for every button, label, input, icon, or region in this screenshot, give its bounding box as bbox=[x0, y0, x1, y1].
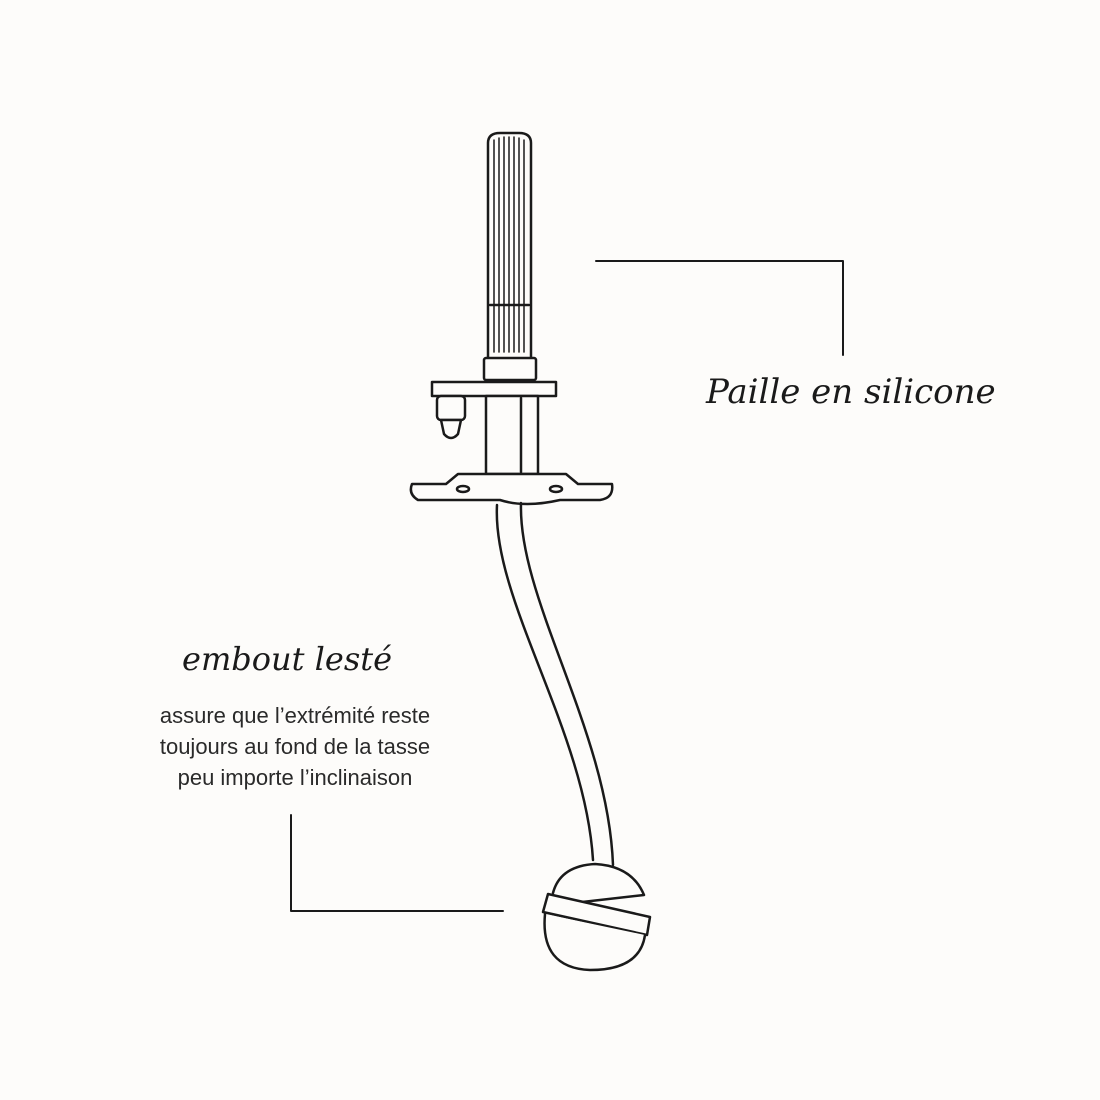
base-flange bbox=[409, 472, 614, 506]
straw-collar bbox=[482, 356, 538, 382]
weighted-tip bbox=[541, 862, 652, 972]
upper-plate bbox=[430, 380, 558, 440]
tip-description-line: peu importe l’inclinaison bbox=[177, 765, 413, 790]
straw-label: Paille en silicone bbox=[706, 372, 996, 412]
silicone-tube bbox=[495, 501, 615, 867]
straw-mouthpiece bbox=[486, 131, 533, 362]
tip-description-line: toujours au fond de la tasse bbox=[159, 734, 431, 759]
straw-leader-line bbox=[595, 260, 844, 356]
tip-description-line: assure que l’extrémité reste bbox=[159, 703, 431, 728]
tip-leader-line bbox=[290, 814, 504, 912]
tip-title: embout lesté bbox=[182, 640, 393, 678]
central-stem bbox=[484, 394, 540, 476]
tip-description: assure que l’extrémité reste toujours au… bbox=[100, 700, 490, 793]
